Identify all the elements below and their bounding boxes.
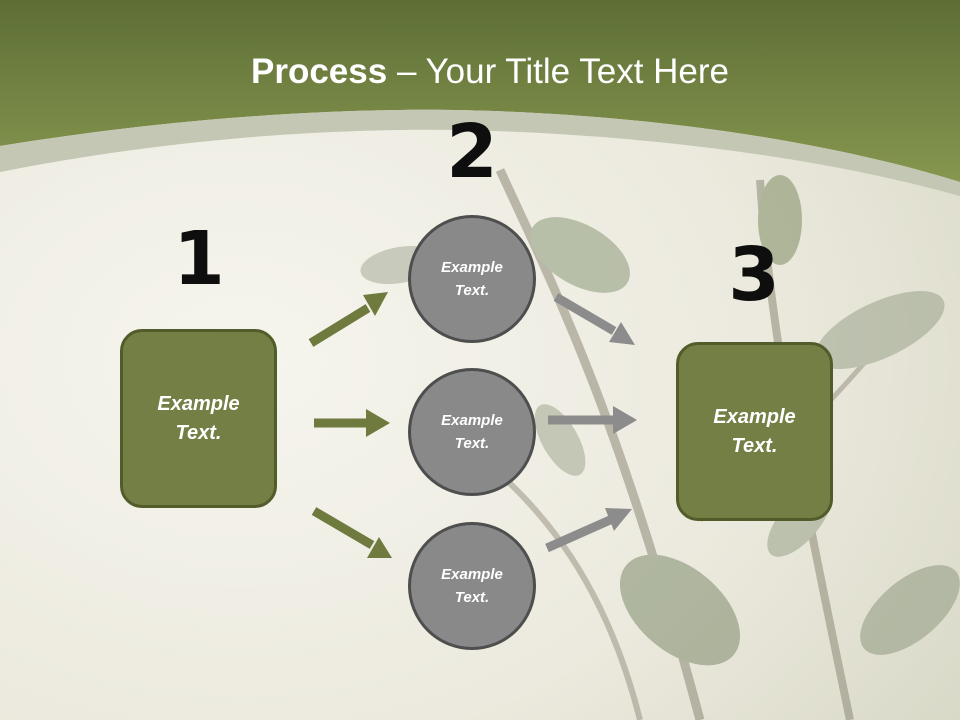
arrow-to-circle-2 (314, 409, 390, 437)
arrow-from-circle-2 (548, 406, 637, 434)
step-3-line1: Example (713, 405, 796, 428)
step-3-line2: Text. (731, 434, 778, 457)
circle-2-line2: Text. (454, 435, 490, 452)
title-rest: – Your Title Text Here (387, 52, 729, 91)
circle-1-line1: Example (441, 259, 503, 276)
title-bold: Process (251, 52, 388, 91)
step-1-line1: Example (157, 392, 240, 415)
arrow-to-circle-3 (311, 507, 392, 558)
step-2-circle-2: Example Text. (408, 368, 536, 496)
arrow-from-circle-3 (545, 508, 632, 553)
circle-3-line2: Text. (454, 589, 490, 606)
step-number-1: 1 (173, 216, 225, 302)
circle-3-line1: Example (441, 566, 503, 583)
step-1-line2: Text. (175, 421, 222, 444)
circle-1-line2: Text. (454, 282, 490, 299)
step-number-2: 2 (446, 109, 498, 195)
arrow-from-circle-1 (553, 293, 635, 345)
step-2-circle-3: Example Text. (408, 522, 536, 650)
step-2-circle-1: Example Text. (408, 215, 536, 343)
step-1-box: Example Text. (120, 329, 277, 508)
circle-2-line1: Example (441, 412, 503, 429)
step-3-box: Example Text. (676, 342, 833, 521)
step-number-3: 3 (728, 232, 780, 318)
slide-title: Process – Your Title Text Here (0, 52, 960, 92)
arrow-to-circle-1 (308, 292, 388, 347)
